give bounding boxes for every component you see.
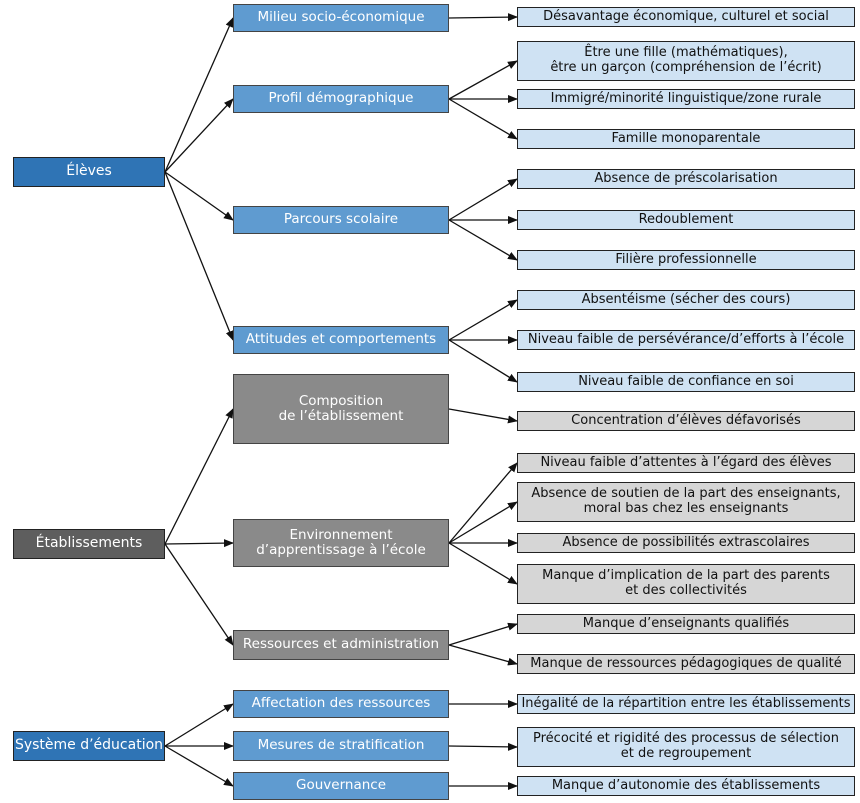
arrow-m-ressources-to-l-ressources-1 — [448, 644, 518, 666]
arrow-m-attitudes-to-l-attitudes-0 — [448, 299, 518, 341]
arrow-m-environnement-to-l-env-1 — [448, 501, 518, 544]
arrow-m-parcours-to-l-parcours-0 — [448, 178, 518, 221]
leaf-desavantage: Désavantage économique, culturel et soci… — [517, 7, 855, 27]
leaf-enseignants-qualifies: Manque d’enseignants qualifiés — [517, 614, 855, 634]
arrow-m-profil-to-l-profil-2 — [448, 98, 518, 140]
arrow-m-parcours-to-l-parcours-2 — [448, 219, 518, 261]
arrow-r-etab-to-m-environnement — [164, 539, 234, 548]
arrow-r-etab-to-m-composition — [164, 408, 234, 545]
arrow-r-eleves-to-m-parcours — [164, 171, 234, 221]
leaf-filiere-professionnelle: Filière professionnelle — [517, 250, 855, 270]
node-attitudes-comportements: Attitudes et comportements — [233, 326, 449, 354]
leaf-precocite-rigidite: Précocité et rigidité des processus de s… — [517, 727, 855, 767]
arrow-r-sys-to-m-gouvernance — [164, 745, 234, 787]
leaf-inegalite-repartition: Inégalité de la répartition entre les ét… — [517, 694, 855, 714]
node-profil-demographique: Profil démographique — [233, 85, 449, 113]
leaf-autonomie: Manque d’autonomie des établissements — [517, 776, 855, 796]
arrow-r-sys-to-m-affectation — [164, 703, 234, 747]
leaf-implication-parents: Manque d’implication de la part des pare… — [517, 564, 855, 604]
leaf-concentration-defavorises: Concentration d’élèves défavorisés — [517, 411, 855, 431]
node-eleves: Élèves — [13, 157, 165, 187]
leaf-redoublement: Redoublement — [517, 210, 855, 230]
node-milieu-socio-economique: Milieu socio-économique — [233, 4, 449, 32]
arrow-m-ressources-to-l-ressources-0 — [448, 622, 518, 646]
leaf-perseverance: Niveau faible de persévérance/d’efforts … — [517, 330, 855, 350]
leaf-immigre: Immigré/minorité linguistique/zone rural… — [517, 89, 855, 109]
leaf-soutien-enseignants: Absence de soutien de la part des enseig… — [517, 482, 855, 522]
arrow-r-eleves-to-m-profil — [164, 98, 234, 173]
node-affectation-ressources: Affectation des ressources — [233, 690, 449, 718]
arrow-r-eleves-to-m-attitudes — [164, 171, 234, 341]
node-gouvernance: Gouvernance — [233, 772, 449, 800]
leaf-attentes: Niveau faible d’attentes à l’égard des é… — [517, 453, 855, 473]
arrow-m-attitudes-to-l-attitudes-2 — [448, 339, 518, 383]
leaf-ressources-pedagogiques: Manque de ressources pédagogiques de qua… — [517, 654, 855, 674]
node-composition-etablissement: Composition de l’établissement — [233, 374, 449, 444]
arrow-m-stratification-to-l-stratification-0 — [448, 742, 518, 751]
node-parcours-scolaire: Parcours scolaire — [233, 206, 449, 234]
leaf-prescolarisation: Absence de préscolarisation — [517, 169, 855, 189]
node-environnement-apprentissage: Environnement d’apprentissage à l’école — [233, 519, 449, 567]
node-ressources-administration: Ressources et administration — [233, 630, 449, 660]
leaf-famille-monoparentale: Famille monoparentale — [517, 129, 855, 149]
arrow-r-etab-to-m-ressources — [164, 543, 234, 646]
leaf-fille-garcon: Être une fille (mathématiques), être un … — [517, 41, 855, 81]
arrow-r-eleves-to-m-milieu — [164, 17, 234, 173]
leaf-confiance: Niveau faible de confiance en soi — [517, 372, 855, 392]
arrow-m-environnement-to-l-env-0 — [448, 462, 518, 544]
arrow-m-composition-to-l-composition-0 — [448, 408, 518, 424]
arrow-m-environnement-to-l-env-3 — [448, 542, 518, 585]
arrow-m-profil-to-l-profil-0 — [448, 60, 518, 100]
arrow-m-milieu-to-l-milieu-0 — [448, 13, 518, 22]
node-etablissements: Établissements — [13, 529, 165, 559]
leaf-extrascolaires: Absence de possibilités extrascolaires — [517, 533, 855, 553]
node-systeme-education: Système d’éducation — [13, 731, 165, 761]
node-mesures-stratification: Mesures de stratification — [233, 731, 449, 761]
leaf-absenteisme: Absentéisme (sécher des cours) — [517, 290, 855, 310]
